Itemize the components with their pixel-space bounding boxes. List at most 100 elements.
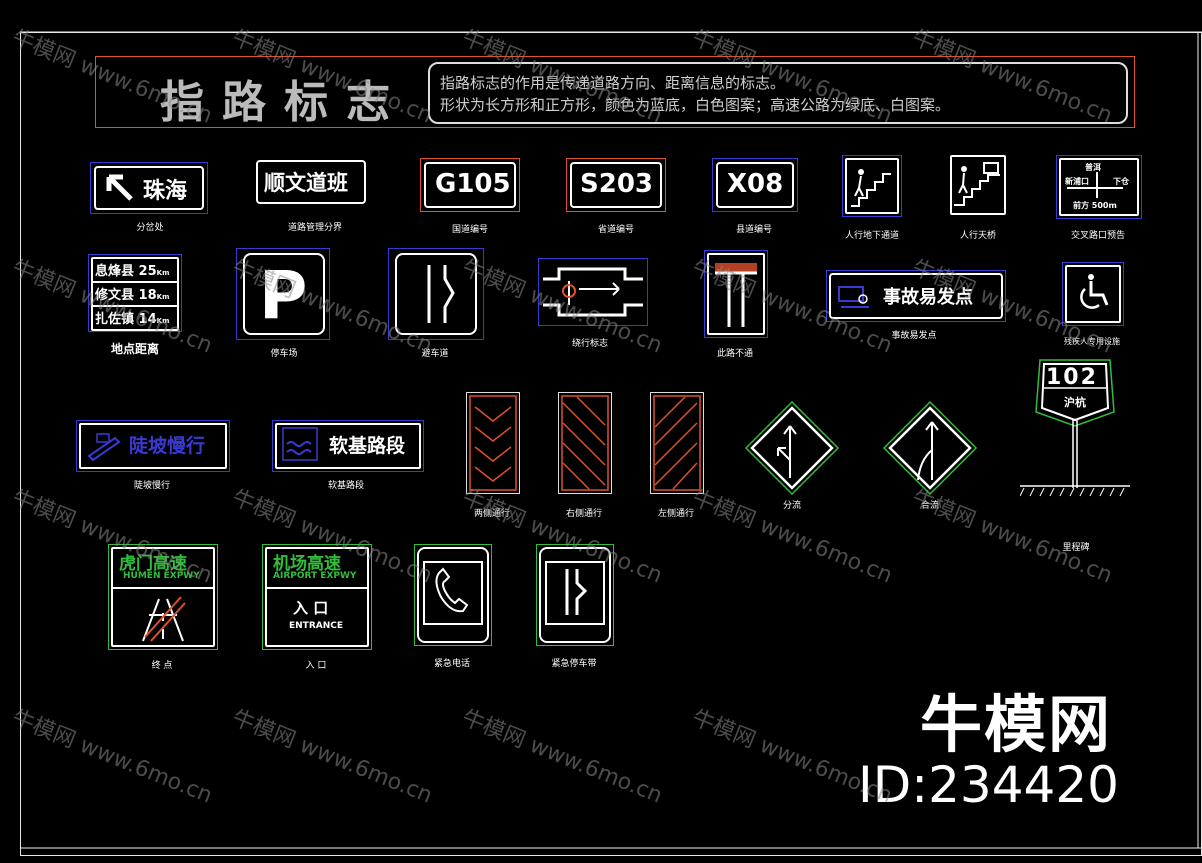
crash-icon	[838, 286, 869, 308]
caption-merge: 合流	[920, 501, 939, 511]
sign-slope: 陡坡慢行	[76, 420, 230, 472]
airport-entry: 入 口	[293, 599, 329, 617]
chevron-down-icon	[469, 395, 517, 491]
brand-name: 牛模网	[920, 688, 1113, 761]
distance-row-1: 息烽县 25Km	[95, 264, 170, 279]
sign-accident: 事故易发点	[826, 270, 1006, 322]
junction-left: 新浦口	[1065, 177, 1089, 186]
caption-left-side: 左侧通行	[657, 509, 694, 519]
arrow-up-left-icon	[106, 174, 133, 201]
emergency-lane-icon	[565, 569, 588, 615]
accident-text: 事故易发点	[883, 287, 973, 308]
milestone-icon	[1020, 359, 1130, 497]
caption-detour: 绕行标志	[571, 339, 608, 349]
lane-icon	[427, 265, 455, 323]
slope-text: 陡坡慢行	[129, 435, 206, 457]
description-line-1: 指路标志的作用是传递道路方向、距离信息的标志。	[440, 74, 786, 92]
sign-junction: 普洱 新浦口 下仓 前方 500m	[1056, 155, 1142, 219]
g105-text: G105	[435, 169, 511, 199]
detour-icon	[543, 267, 643, 317]
caption-s203: 省道编号	[597, 225, 634, 235]
airport-text: 机场高速	[273, 554, 341, 574]
caption-underpass: 人行地下通道	[844, 231, 899, 241]
brand-id: ID:234420	[858, 756, 1119, 814]
airport-sub: AIRPORT EXPWY	[273, 571, 357, 581]
junction-right: 下仓	[1113, 177, 1129, 186]
soft-base-text: 软基路段	[329, 435, 406, 457]
sign-detour	[538, 258, 648, 326]
zhuhai-text: 珠海	[143, 179, 188, 204]
sign-left-side	[650, 392, 704, 494]
sign-diverge	[744, 400, 840, 496]
sign-shunwen: 顺文道班	[254, 158, 368, 206]
parking-glyph: P	[259, 257, 308, 334]
sign-humen: 虎门高速 HUMEN EXPWY	[108, 544, 218, 650]
junction-bottom: 前方 500m	[1073, 201, 1117, 210]
underpass-icon	[851, 169, 891, 207]
diverge-icon	[744, 400, 840, 496]
sign-distance: 息烽县 25Km 修文县 18Km 扎佐镇 14Km	[88, 254, 182, 332]
s203-text: S203	[580, 169, 653, 199]
merge-icon	[882, 400, 978, 496]
sign-milestone: 102 沪杭	[1020, 356, 1130, 520]
caption-two-side: 两侧通行	[473, 509, 510, 519]
milestone-name: 沪杭	[1064, 396, 1086, 409]
sign-lane	[388, 248, 484, 340]
wheelchair-icon	[1080, 274, 1109, 309]
caption-parking: 停车场	[270, 349, 298, 359]
diagonal-stripes-icon	[561, 395, 609, 491]
sign-soft-base: 软基路段	[272, 420, 424, 472]
header-frame	[95, 56, 1135, 128]
description-box	[428, 62, 1128, 124]
description-line-2: 形状为长方形和正方形，颜色为蓝底，白色图案；高速公路为绿底、白图案。	[440, 96, 951, 114]
sign-overpass	[950, 155, 1006, 215]
sign-right-side	[558, 392, 612, 494]
sign-two-side	[466, 392, 520, 494]
sign-merge	[882, 400, 978, 496]
sign-phone	[414, 544, 492, 646]
sign-parking: P	[236, 248, 330, 340]
x08-text: X08	[727, 169, 784, 199]
caption-accident: 事故易发点	[891, 331, 937, 341]
caption-right-side: 右侧通行	[565, 509, 602, 519]
sign-underpass	[842, 155, 902, 217]
caption-zhuhai: 分岔处	[136, 223, 164, 233]
caption-disabled: 残疾人专用设施	[1064, 337, 1120, 346]
caption-junction: 交叉路口预告	[1070, 231, 1125, 241]
waves-icon	[282, 427, 318, 461]
caption-overpass: 人行天桥	[959, 231, 996, 241]
overpass-icon	[954, 162, 1000, 206]
sign-x08: X08	[712, 158, 798, 212]
caption-humen: 终 点	[151, 661, 173, 671]
caption-x08: 县道编号	[735, 225, 772, 235]
road-end-icon	[142, 596, 186, 642]
sign-emergency	[536, 544, 614, 646]
humen-sub: HUMEN EXPWY	[123, 571, 200, 581]
humen-text: 虎门高速	[119, 554, 187, 574]
caption-dead-end: 此路不通	[716, 349, 753, 359]
sign-g105: G105	[420, 158, 520, 212]
caption-airport: 入 口	[305, 661, 327, 671]
caption-emergency: 紧急停车带	[551, 659, 597, 669]
slope-icon	[87, 433, 121, 462]
junction-icon	[1067, 172, 1123, 198]
shunwen-text: 顺文道班	[264, 171, 348, 195]
caption-phone: 紧急电话	[433, 659, 470, 669]
sign-s203: S203	[566, 158, 666, 212]
caption-g105: 国道编号	[451, 225, 488, 235]
sign-zhuhai: 珠海	[90, 162, 208, 214]
caption-diverge: 分流	[782, 501, 801, 511]
milestone-number: 102	[1046, 365, 1098, 390]
sign-dead-end	[704, 250, 768, 338]
airport-entry-en: ENTRANCE	[289, 621, 343, 631]
sign-disabled	[1062, 262, 1124, 326]
junction-top: 普洱	[1085, 163, 1101, 172]
dead-end-icon	[715, 263, 757, 327]
caption-shunwen: 道路管理分界	[287, 223, 342, 233]
distance-row-3: 扎佐镇 14Km	[95, 312, 170, 327]
page-title: 指路标志	[160, 77, 408, 128]
distance-row-2: 修文县 18Km	[95, 288, 170, 303]
sign-airport: 机场高速 AIRPORT EXPWY 入 口 ENTRANCE	[262, 544, 372, 650]
